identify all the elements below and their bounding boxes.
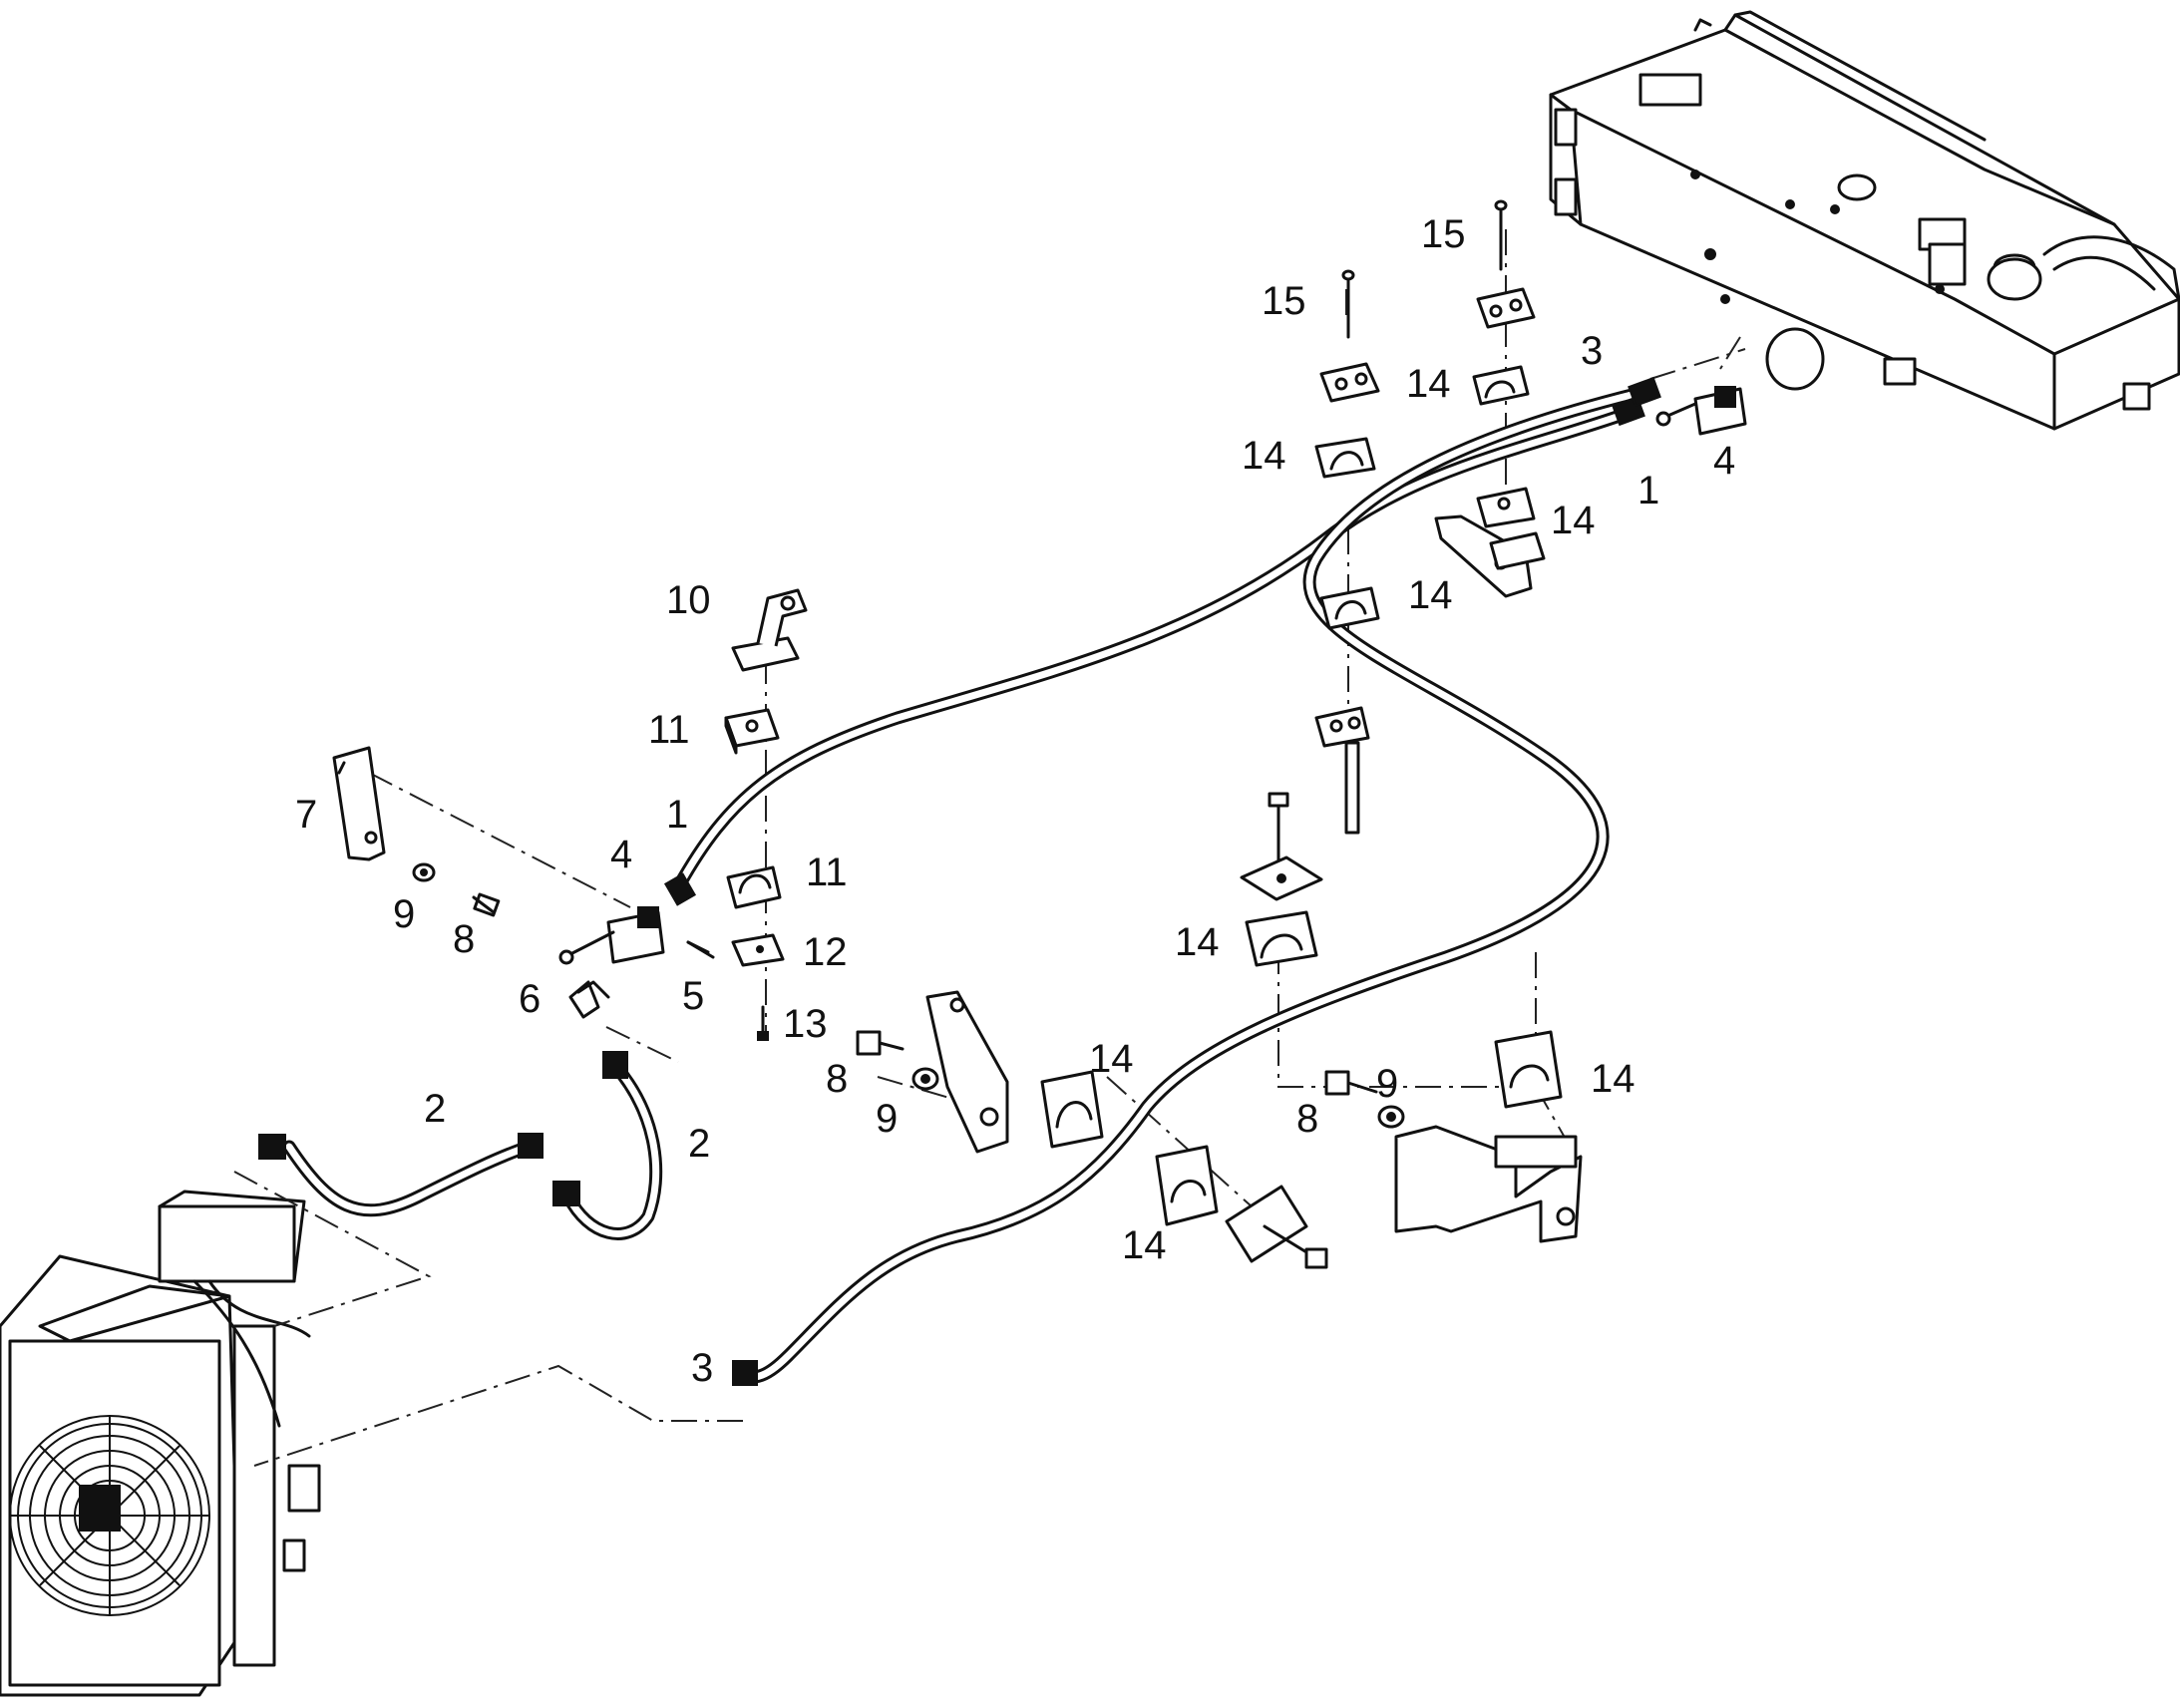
bracket-left-mid [925, 990, 1009, 1154]
callout-4-a: 4 [1713, 439, 1735, 483]
bolt-8b [856, 1030, 905, 1056]
washer-9a [412, 862, 436, 882]
washer-9b [911, 1067, 939, 1091]
callout-14-f: 14 [1089, 1037, 1134, 1081]
plate-lower [1225, 1185, 1328, 1269]
callout-10: 10 [666, 578, 711, 622]
ball-valve-upper [1655, 386, 1747, 436]
bolt-mid [1268, 792, 1289, 864]
plate-12 [731, 933, 785, 967]
callout-2-b: 2 [688, 1122, 710, 1166]
clamp-14e [1245, 910, 1318, 967]
clamp-14f [1040, 1070, 1104, 1149]
callout-14-d: 14 [1408, 573, 1453, 617]
clamp-14a [1314, 437, 1376, 479]
clamp-14h [1155, 1145, 1219, 1226]
plate-mid [1240, 855, 1323, 901]
bracket-right-lower [1394, 1125, 1583, 1243]
bracket-upper-right [1434, 514, 1546, 598]
clamp-11-upper [724, 708, 780, 755]
bracket-7 [332, 746, 386, 861]
bolt-8a [472, 892, 501, 917]
callout-3-a: 3 [1581, 329, 1603, 373]
bolt-8c [1324, 1070, 1378, 1096]
callout-1-b: 1 [666, 793, 688, 837]
callout-11-a: 11 [648, 708, 690, 752]
oil-cooler-radiator [0, 1190, 321, 1697]
bolt-15b [1494, 199, 1508, 271]
ball-valve-lower [558, 906, 710, 1019]
callout-8-a: 8 [453, 917, 475, 961]
callout-7: 7 [295, 793, 317, 837]
clamp-11-lower [726, 865, 782, 909]
clamp-top-b [1476, 287, 1536, 329]
callout-4-b: 4 [610, 833, 632, 876]
callout-8-c: 8 [1296, 1097, 1318, 1141]
callout-9-b: 9 [876, 1097, 898, 1141]
callout-14-g: 14 [1591, 1057, 1635, 1101]
callout-8-b: 8 [826, 1057, 848, 1101]
hydraulic-tank [1549, 10, 2180, 431]
callout-labels: 15 15 3 14 14 4 1 14 14 10 11 1 7 4 11 9… [295, 212, 1735, 1390]
callout-3-b: 3 [691, 1346, 713, 1390]
callout-6: 6 [519, 977, 541, 1021]
washer-9c [1377, 1105, 1405, 1129]
callout-15-a: 15 [1262, 279, 1306, 323]
hose-clamps [332, 199, 1583, 1269]
callout-14-c: 14 [1551, 499, 1596, 542]
callout-9-c: 9 [1376, 1062, 1398, 1106]
bolt-13 [757, 1005, 769, 1041]
callout-14-e: 14 [1175, 920, 1220, 964]
bracket-10 [731, 588, 808, 672]
callout-13: 13 [783, 1002, 828, 1046]
callout-5: 5 [682, 974, 704, 1018]
callout-1-a: 1 [1637, 469, 1659, 512]
callout-11-b: 11 [806, 851, 848, 894]
callout-12: 12 [803, 930, 848, 974]
screw-5 [686, 940, 715, 959]
clamp-14g [1494, 1030, 1563, 1109]
callout-14-h: 14 [1122, 1223, 1167, 1267]
callout-2-a: 2 [424, 1087, 446, 1131]
hose-assemblies [258, 376, 1661, 1386]
callout-9-a: 9 [393, 892, 415, 936]
clamp-14d [1319, 586, 1380, 630]
clamp-14c [1476, 487, 1536, 528]
callout-15-b: 15 [1421, 212, 1466, 256]
clamp-14b [1472, 365, 1530, 406]
bolt-15a [1341, 269, 1355, 339]
clamp-top-a [1319, 362, 1380, 403]
clamp-mid-vertical [1314, 706, 1370, 835]
leader-lines [233, 229, 1746, 1467]
callout-14-a: 14 [1406, 362, 1451, 406]
callout-14-b: 14 [1242, 434, 1286, 478]
